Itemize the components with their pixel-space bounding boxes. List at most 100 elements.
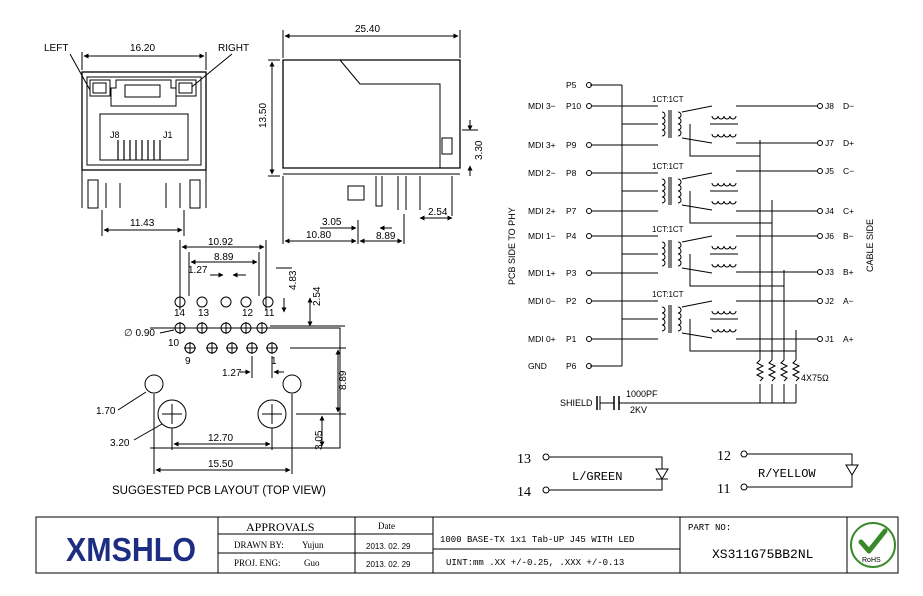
right-pin-number: J6	[825, 231, 834, 241]
side-tab-dim: 3.30	[474, 140, 485, 160]
ct-wire	[689, 319, 796, 352]
right-pin-number: J5	[825, 166, 834, 176]
pin-terminal	[817, 140, 823, 146]
choke-coil	[711, 182, 737, 187]
drawn-by-label: DRAWN BY:	[234, 540, 284, 550]
right-pin-number: J2	[825, 296, 834, 306]
choke-coil	[711, 263, 737, 268]
left-pin-name: MDI 2−	[528, 168, 556, 178]
pcb-dim-3-05: 3.05	[314, 430, 325, 450]
left-pin-number: P8	[566, 168, 577, 178]
wire	[681, 300, 713, 308]
front-width-dim: 16.20	[130, 43, 155, 54]
approvals-header: APPROVALS	[246, 520, 314, 534]
left-pin-number: P10	[566, 101, 581, 111]
resistor-network: 4X75Ω	[622, 140, 829, 404]
tolerance: UINT:mm .XX +/-0.25, .XXX +/-0.13	[446, 558, 624, 568]
coil	[677, 178, 682, 204]
wire	[681, 332, 713, 339]
description: 1000 BASE-TX 1x1 Tab-UP J45 WITH LED	[440, 535, 634, 545]
bottom-row-holes	[184, 342, 278, 354]
proj-eng-label: PROJ. ENG:	[234, 558, 281, 568]
pcb-dim-1-70: 1.70	[96, 406, 116, 417]
pcb-dim-1-27-top: 1.27	[188, 265, 208, 276]
wire	[681, 204, 713, 211]
coil	[677, 241, 682, 267]
left-pin-name: MDI 0−	[528, 296, 556, 306]
ct-ratio-label: 1CT:1CT	[652, 162, 684, 171]
pin-terminal	[817, 103, 823, 109]
coil	[661, 241, 666, 267]
phy-side-label: PCB SIDE TO PHY	[507, 207, 517, 285]
side-length-dim: 25.40	[355, 24, 380, 35]
shield-label: SHIELD	[560, 398, 593, 408]
pin-terminal	[586, 103, 592, 109]
right-pin-number: J7	[825, 138, 834, 148]
rohs-text: RoHS	[862, 557, 881, 564]
right-pin-number: J4	[825, 206, 834, 216]
right-pin-name: C−	[843, 166, 854, 176]
pin-terminal	[817, 168, 823, 174]
coil	[661, 306, 666, 332]
pin-terminal	[586, 298, 592, 304]
pin-terminal	[586, 208, 592, 214]
pcb-dim-8-89-top: 8.89	[214, 252, 234, 263]
cap-value: 1000PF	[626, 389, 658, 399]
ct-wire	[689, 191, 772, 224]
proj-eng-value: Guo	[304, 558, 320, 568]
title-block: XMSHLO APPROVALS Date DRAWN BY: Yujun 20…	[35, 516, 899, 574]
led-pin-11: 11	[717, 482, 730, 497]
led-pin-12: 12	[717, 449, 731, 464]
pin-1: 1	[271, 356, 277, 367]
left-pin-name: MDI 2+	[528, 206, 556, 216]
pin-terminal	[817, 208, 823, 214]
pin-12: 12	[242, 308, 254, 319]
choke-coil	[711, 115, 737, 120]
pcb-dim-4-83: 4.83	[288, 270, 299, 290]
front-bottom-dim: 11.43	[130, 218, 155, 229]
date-header: Date	[378, 521, 395, 531]
transformer-stage: 1CT:1CT	[622, 162, 772, 224]
drawn-date: 2013. 02. 29	[366, 542, 411, 551]
left-pin-number: P6	[566, 361, 577, 371]
led-section: 13 14 L/GREEN 12 11 R/YELLOW	[517, 449, 859, 500]
pcb-dim-12-70: 12.70	[208, 433, 233, 444]
pin-14: 14	[174, 308, 186, 319]
left-pin-number: P1	[566, 334, 577, 344]
wire	[681, 172, 713, 180]
side-dim-d: 2.54	[428, 207, 448, 218]
pcb-dim-1-27-bottom: 1.27	[222, 368, 242, 379]
ct-ratio-label: 1CT:1CT	[652, 225, 684, 234]
transformer-stage: 1CT:1CT	[622, 290, 796, 352]
wire	[681, 137, 713, 144]
left-label: LEFT	[44, 43, 68, 54]
proj-date: 2013. 02. 29	[366, 560, 411, 569]
pin-j1-label: J1	[163, 130, 173, 140]
drawn-by-value: Yujun	[302, 540, 324, 550]
coil	[677, 306, 682, 332]
pcb-dim-8-89-side: 8.89	[338, 370, 349, 390]
left-pin-name: MDI 1−	[528, 231, 556, 241]
side-view: 25.40 13.50 3.30 10.80 8.89 3.05 2.54	[258, 24, 485, 244]
pin-terminal	[586, 170, 592, 176]
check-icon	[858, 528, 888, 554]
front-view: LEFT RIGHT 16.20 J8 J1	[44, 43, 249, 236]
choke-coil	[711, 245, 737, 250]
pin-9: 9	[185, 356, 191, 367]
side-dim-a: 3.05	[322, 217, 342, 228]
right-pin-name: B−	[843, 231, 854, 241]
choke-coil	[711, 133, 737, 138]
left-pin-number: P5	[566, 80, 577, 90]
pin-13: 13	[198, 308, 210, 319]
coil	[661, 178, 666, 204]
pin-terminal	[817, 269, 823, 275]
pcb-caption: SUGGESTED PCB LAYOUT (TOP VIEW)	[112, 485, 326, 497]
pin-terminal	[586, 336, 592, 342]
right-pin-name: C+	[843, 206, 854, 216]
left-pin-name: GND	[528, 361, 547, 371]
pin-j8-label: J8	[110, 130, 120, 140]
